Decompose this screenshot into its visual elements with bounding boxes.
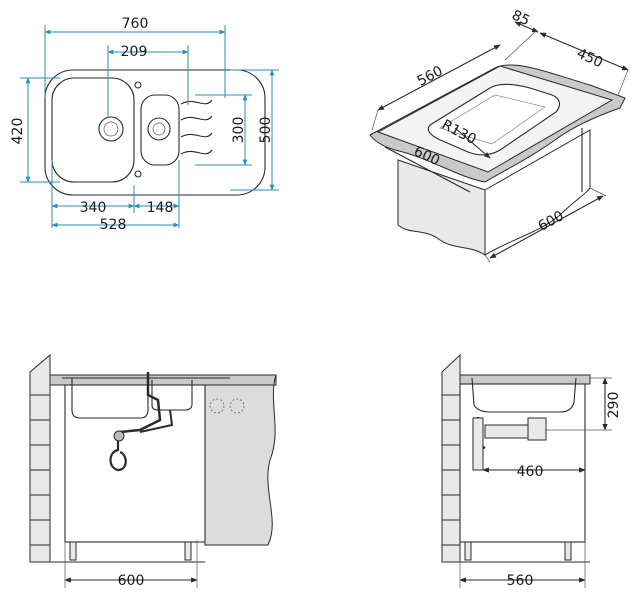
cabinet-leg [69,541,77,561]
front-section: 600 [29,353,277,589]
dim-420: 420 [10,118,26,145]
socket [209,398,225,414]
dim-560: 560 [415,63,446,90]
siphon [109,432,127,472]
dim-460: 460 [517,464,544,480]
side-section: 290 460 560 [441,353,622,589]
top-view: 760 209 420 300 500 340 148 528 [10,16,279,233]
worktop [49,374,277,386]
dim-500: 500 [258,117,274,144]
cabinet-front [397,159,486,256]
waste-pipe [119,372,162,434]
bowl-section [71,378,149,419]
small-bowl-drain [147,117,171,141]
dim-528: 528 [100,217,127,233]
wall [29,353,51,563]
dim-600-bottom: 600 [118,573,145,589]
big-bowl [51,77,135,183]
sink-outline [44,69,266,196]
iso-bowl [427,83,561,156]
small-bowl [140,94,180,166]
dim-560-bottom: 560 [507,573,534,589]
iso-view: 85 450 560 R130 600 600 [369,7,629,263]
drainer-rib [180,99,213,105]
big-bowl-drain [98,116,124,142]
dim-340: 340 [80,200,107,216]
side-bowl [471,377,577,413]
side-wall [441,353,461,563]
dim-148: 148 [147,200,174,216]
tap-hole [134,81,142,89]
cabinet [64,384,206,543]
dim-209: 209 [121,44,148,60]
dim-290: 290 [606,392,622,419]
dim-85: 85 [509,7,532,29]
dim-300: 300 [231,117,247,144]
dim-450: 450 [574,45,605,71]
side-worktop [459,374,591,385]
dim-760: 760 [122,16,149,32]
